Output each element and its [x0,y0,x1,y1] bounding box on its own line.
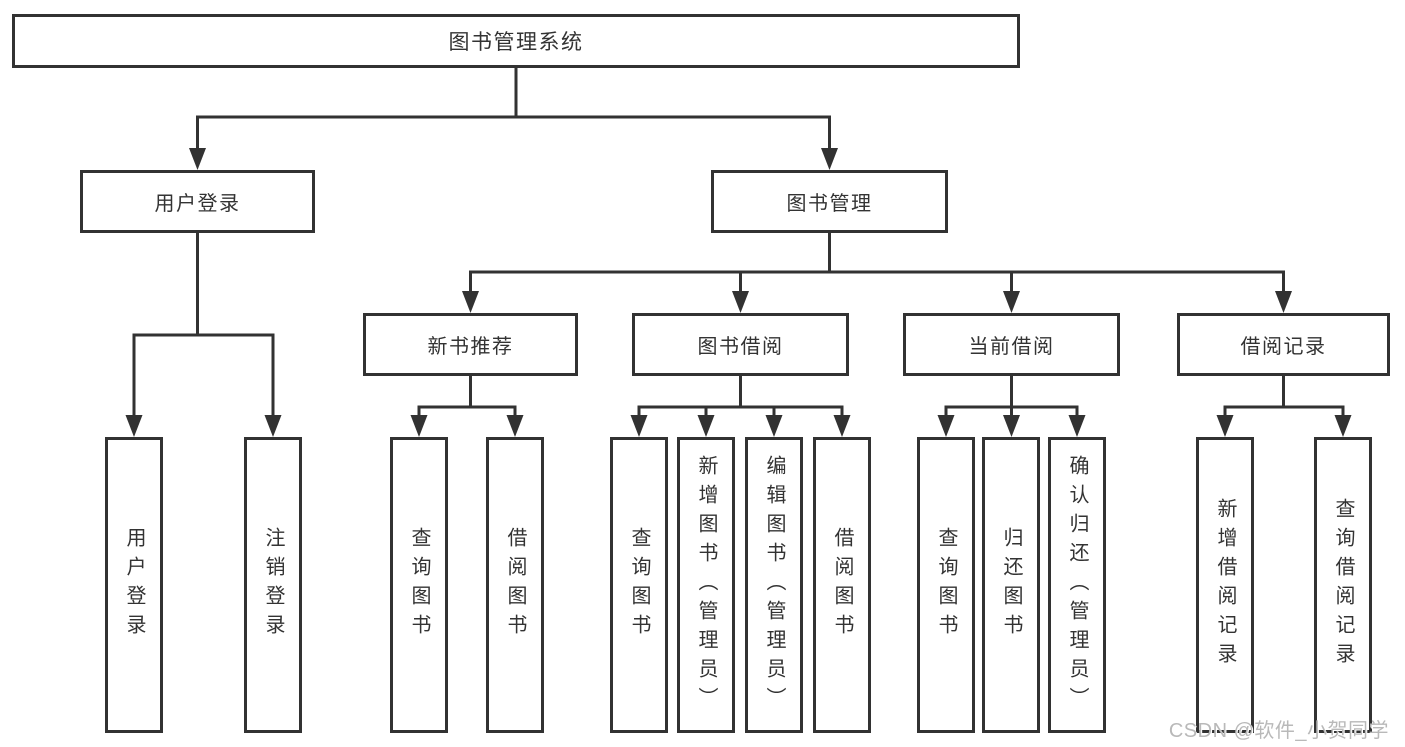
leaf-user-login: 用户登录 [105,437,163,733]
watermark: CSDN @软件_小贺同学 [1168,720,1389,742]
leaf-label: 借阅图书 [504,527,526,643]
leaf-label: 借阅图书 [831,527,853,643]
leaf-label: 注销登录 [262,527,284,643]
leaf-current-confirm-return-admin: 确认归还（管理员） [1048,437,1106,733]
leaf-label: 查询借阅记录 [1332,498,1354,672]
node-label: 新书推荐 [427,336,514,358]
node-book-management: 图书管理 [711,170,948,233]
leaf-label: 确认归还（管理员） [1066,454,1088,716]
connector-user-login-children [125,233,282,437]
connector-new-book-recommend-children [410,376,524,437]
node-label: 用户登录 [154,193,241,215]
node-label: 图书管理系统 [448,31,584,54]
node-current-borrow: 当前借阅 [903,313,1120,376]
node-label: 图书管理 [786,193,873,215]
leaf-current-query-books: 查询图书 [917,437,975,733]
connector-borrow-records-children [1216,376,1352,437]
leaf-label: 新增借阅记录 [1214,498,1236,672]
node-label: 当前借阅 [968,336,1055,358]
leaf-logout: 注销登录 [244,437,302,733]
node-book-borrow: 图书借阅 [632,313,849,376]
leaf-records-add-record: 新增借阅记录 [1196,437,1254,733]
connector-current-borrow-children [937,376,1086,437]
node-new-book-recommend: 新书推荐 [363,313,578,376]
leaf-label: 查询图书 [628,527,650,643]
leaf-borrow-add-books-admin: 新增图书（管理员） [677,437,735,733]
leaf-label: 查询图书 [935,527,957,643]
node-borrow-records: 借阅记录 [1177,313,1390,376]
leaf-label: 编辑图书（管理员） [763,454,785,716]
leaf-borrow-edit-books-admin: 编辑图书（管理员） [745,437,803,733]
connector-root-to-level1 [189,68,838,170]
leaf-borrow-query-books: 查询图书 [610,437,668,733]
connector-book-management-children [462,233,1292,313]
connector-book-borrow-children [630,376,851,437]
leaf-records-query-record: 查询借阅记录 [1314,437,1372,733]
leaf-label: 归还图书 [1000,527,1022,643]
leaf-current-return-books: 归还图书 [982,437,1040,733]
leaf-label: 查询图书 [408,527,430,643]
leaf-newbook-borrow-books: 借阅图书 [486,437,544,733]
leaf-borrow-borrow-books: 借阅图书 [813,437,871,733]
node-root-system: 图书管理系统 [12,14,1020,68]
node-label: 借阅记录 [1240,336,1327,358]
leaf-label: 新增图书（管理员） [695,454,717,716]
leaf-newbook-query-books: 查询图书 [390,437,448,733]
node-user-login: 用户登录 [80,170,315,233]
leaf-label: 用户登录 [123,527,145,643]
node-label: 图书借阅 [697,336,784,358]
